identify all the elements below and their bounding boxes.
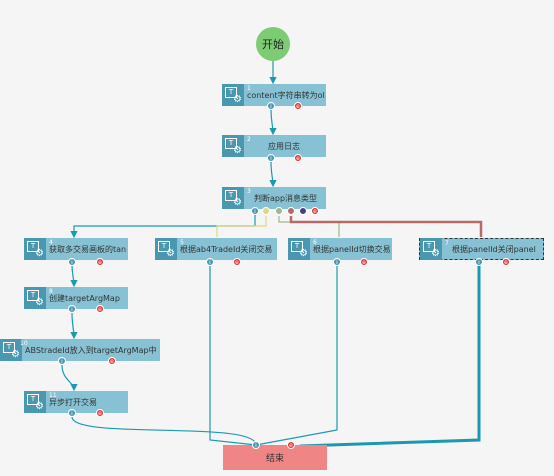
node-create-targetargmap[interactable]: T⚙ 8 创建targetArgMap [24,287,128,309]
link-n3-n6 [278,216,340,237]
node-label: 应用日志 [268,141,300,151]
input-port-icon[interactable]: i [206,258,214,266]
error-port-icon[interactable]: e [294,154,302,162]
error-port-icon[interactable]: e [502,258,510,266]
end-node[interactable]: 结束 [223,445,327,470]
branch-port-purple-icon[interactable] [299,207,307,215]
error-port-icon[interactable]: e [360,258,368,266]
end-input-port-icon[interactable]: i [252,441,260,449]
node-switch-trade-by-panelid[interactable]: T⚙ 6 根据panelId切换交易 [288,238,392,260]
error-port-icon[interactable]: e [108,357,116,365]
input-port-icon[interactable]: i [58,357,66,365]
node-judge-message-type[interactable]: T⚙ 3 判断app消息类型 [222,187,326,209]
branch-port-green-icon[interactable] [275,207,283,215]
link-n2-n3 [269,161,277,188]
error-port-icon[interactable]: e [96,409,104,417]
node-number: 7 [445,240,449,247]
script-gear-icon: T⚙ [288,238,310,260]
link-n4-n8 [70,264,78,288]
error-port-icon[interactable]: e [294,102,302,110]
script-gear-icon: T⚙ [24,391,46,413]
node-number: 3 [247,188,251,195]
node-label: 根据panelId关闭panel [452,244,536,254]
link-n7-end [299,265,481,448]
link-n3-n4 [70,212,256,239]
script-gear-icon: T⚙ [222,84,244,106]
node-number: 11 [49,392,57,399]
node-app-log[interactable]: T⚙ 2 应用日志 [222,135,326,157]
end-label: 结束 [265,454,284,464]
node-number: 10 [20,340,28,347]
input-port-icon[interactable]: i [475,258,483,266]
script-gear-icon: T⚙ [0,339,22,361]
node-number: 5 [180,239,184,246]
node-get-multi-trade-tan[interactable]: T⚙ 4 获取多交易画板的tan [24,238,128,260]
link-n11-end [71,416,257,446]
error-port-icon[interactable]: e [311,207,319,215]
error-port-icon[interactable]: e [96,305,104,313]
start-node[interactable]: 开始 [256,27,290,61]
branch-port-red-icon[interactable] [287,207,295,215]
node-label: 根据ab4TradeId关闭交易 [180,244,273,254]
script-gear-icon: T⚙ [420,238,442,260]
script-gear-icon: T⚙ [155,238,177,260]
link-n3-n7 [289,216,483,237]
input-port-icon[interactable]: i [267,102,275,110]
node-content-to-object[interactable]: T⚙ 1 content字符串转为ol [222,84,326,106]
node-put-abstradeid-into-map[interactable]: T⚙ 10 ABStradeId放入到targetArgMap中 [0,339,160,361]
link-n10-n11 [61,364,78,392]
node-label: 获取多交易画板的tan [49,244,127,254]
script-gear-icon: T⚙ [222,135,244,157]
script-gear-icon: T⚙ [222,187,244,209]
link-n5-end [209,265,257,446]
input-port-icon[interactable]: i [68,258,76,266]
link-n3-n5 [216,216,267,237]
node-number: 6 [313,239,317,246]
error-port-icon[interactable]: e [233,258,241,266]
link-n8-n10 [70,312,78,340]
node-close-panel-by-panelid[interactable]: T⚙ 7 根据panelId关闭panel [419,238,544,260]
input-port-icon[interactable]: i [68,305,76,313]
link-n1-n2 [269,109,277,136]
node-close-trade-by-ab4tradeid[interactable]: T⚙ 5 根据ab4TradeId关闭交易 [155,238,277,260]
script-gear-icon: T⚙ [24,287,46,309]
node-async-open-trade[interactable]: T⚙ 11 异步打开交易 [24,391,128,413]
script-gear-icon: T⚙ [24,238,46,260]
node-number: 2 [247,136,251,143]
input-port-icon[interactable]: i [251,207,259,215]
node-label: 判断app消息类型 [254,193,318,203]
node-number: 8 [49,288,53,295]
node-label: 异步打开交易 [49,397,97,407]
error-port-icon[interactable]: e [96,258,104,266]
node-label: 根据panelId切换交易 [313,244,391,254]
node-number: 4 [49,239,53,246]
start-label: 开始 [262,38,284,51]
input-port-icon[interactable]: i [68,409,76,417]
input-port-icon[interactable]: i [267,154,275,162]
link-n6-end [255,265,338,446]
node-label: content字符串转为ol [247,90,325,100]
input-port-icon[interactable]: i [333,258,341,266]
branch-port-yellow-icon[interactable] [262,207,270,215]
node-number: 1 [247,85,251,92]
end-error-port-icon[interactable]: e [287,441,295,449]
node-label: ABStradeId放入到targetArgMap中 [25,345,157,355]
node-label: 创建targetArgMap [49,293,120,303]
